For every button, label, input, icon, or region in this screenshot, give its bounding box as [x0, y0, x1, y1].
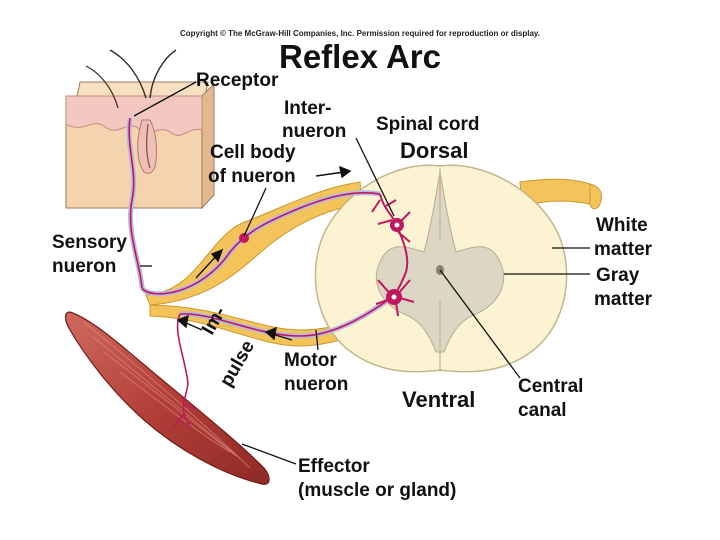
motor-fiber-muscle: [176, 313, 189, 385]
label-gray-matter-2: matter: [594, 289, 653, 310]
label-spinal-cord: Spinal cord: [376, 114, 480, 135]
label-white-matter-2: matter: [594, 239, 653, 260]
label-cell-body-2: of nueron: [208, 166, 296, 187]
label-ventral: Ventral: [402, 387, 476, 412]
diagram-title: Reflex Arc: [278, 38, 442, 75]
label-interneuron-1: Inter-: [284, 98, 332, 119]
label-dorsal: Dorsal: [400, 138, 469, 163]
label-central-canal-1: Central: [518, 376, 584, 397]
label-motor-2: nueron: [284, 374, 349, 395]
motor-neuron-body: [375, 271, 415, 317]
label-sensory-2: nueron: [52, 256, 117, 277]
label-effector-1: Effector: [298, 456, 370, 477]
label-central-canal-2: canal: [518, 400, 567, 421]
label-sensory-1: Sensory: [52, 232, 127, 253]
muscle-effector: [64, 311, 270, 485]
label-effector-2: (muscle or gland): [298, 480, 457, 501]
impulse-arrows: [176, 165, 352, 341]
interneuron: [371, 193, 411, 273]
label-motor-1: Motor: [284, 350, 337, 371]
label-receptor: Receptor: [196, 70, 279, 91]
label-interneuron-2: nueron: [282, 121, 347, 142]
leader-lines: [133, 81, 590, 465]
spinal-cord: [314, 164, 568, 373]
label-white-matter-1: White: [596, 215, 648, 236]
label-gray-matter-1: Gray: [596, 265, 640, 286]
label-cell-body-1: Cell body: [210, 142, 296, 163]
cell-body-dot: [239, 233, 249, 243]
copyright-notice: Copyright © The McGraw-Hill Companies, I…: [179, 29, 541, 38]
